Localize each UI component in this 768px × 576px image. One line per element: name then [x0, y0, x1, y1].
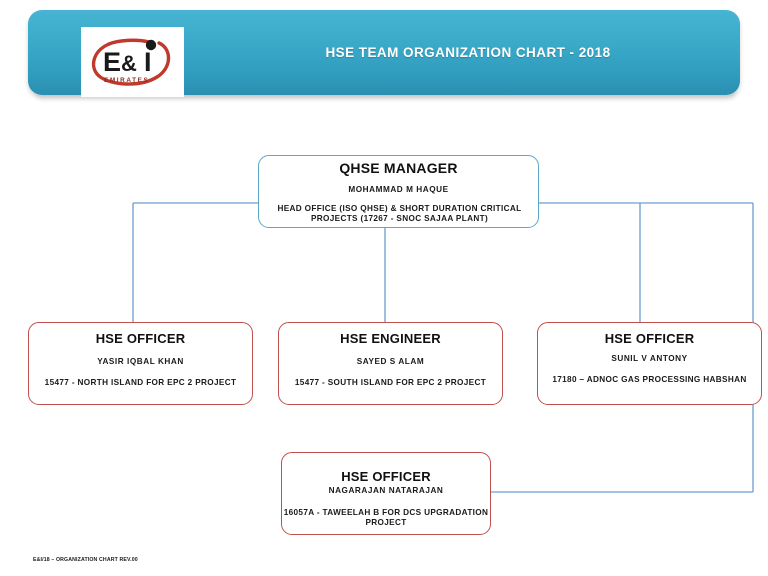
svg-text:&: &: [121, 51, 137, 76]
svg-text:I: I: [144, 47, 152, 77]
node-title: HSE OFFICER: [95, 331, 186, 346]
org-node-hse-engineer-south-island[interactable]: HSE ENGINEER SAYED S ALAM 15477 - SOUTH …: [278, 322, 503, 405]
node-detail: HEAD OFFICE (ISO QHSE) & SHORT DURATION …: [277, 204, 522, 223]
page-title: HSE TEAM ORGANIZATION CHART - 2018: [325, 45, 611, 60]
node-person: SUNIL V ANTONY: [611, 354, 688, 363]
node-detail: 15477 - SOUTH ISLAND FOR EPC 2 PROJECT: [294, 378, 487, 387]
node-detail: 17180 – ADNOC GAS PROCESSING HABSHAN: [552, 375, 747, 384]
org-node-hse-officer-taweelah[interactable]: HSE OFFICER NAGARAJAN NATARAJAN 16057A -…: [281, 452, 491, 535]
svg-text:EMIRATES: EMIRATES: [104, 77, 149, 84]
org-node-hse-officer-habshan[interactable]: HSE OFFICER SUNIL V ANTONY 17180 – ADNOC…: [537, 322, 762, 405]
node-person: MOHAMMAD M HAQUE: [348, 185, 449, 194]
node-person: SAYED S ALAM: [356, 357, 425, 366]
node-person: NAGARAJAN NATARAJAN: [328, 486, 444, 495]
header-banner-shadow: [36, 92, 736, 102]
node-person: YASIR IQBAL KHAN: [97, 357, 184, 366]
org-node-qhse-manager[interactable]: QHSE MANAGER MOHAMMAD M HAQUE HEAD OFFIC…: [258, 155, 539, 228]
svg-text:E: E: [103, 47, 121, 77]
header-banner: E & I EMIRATES HSE TEAM ORGANIZATION CHA…: [28, 10, 740, 97]
node-detail: 15477 - NORTH ISLAND FOR EPC 2 PROJECT: [44, 378, 237, 387]
org-node-hse-officer-north-island[interactable]: HSE OFFICER YASIR IQBAL KHAN 15477 - NOR…: [28, 322, 253, 405]
ei-emirates-logo-icon: E & I EMIRATES: [91, 38, 171, 86]
node-title: HSE OFFICER: [341, 469, 431, 484]
node-detail: 16057A - TAWEELAH B FOR DCS UPGRADATION …: [283, 508, 489, 527]
node-title: HSE OFFICER: [604, 331, 695, 346]
document-revision-note: E&I/18 – ORGANIZATION CHART REV.00: [33, 557, 138, 563]
node-title: HSE ENGINEER: [340, 331, 441, 346]
company-logo: E & I EMIRATES: [81, 27, 184, 97]
node-title: QHSE MANAGER: [339, 160, 458, 176]
